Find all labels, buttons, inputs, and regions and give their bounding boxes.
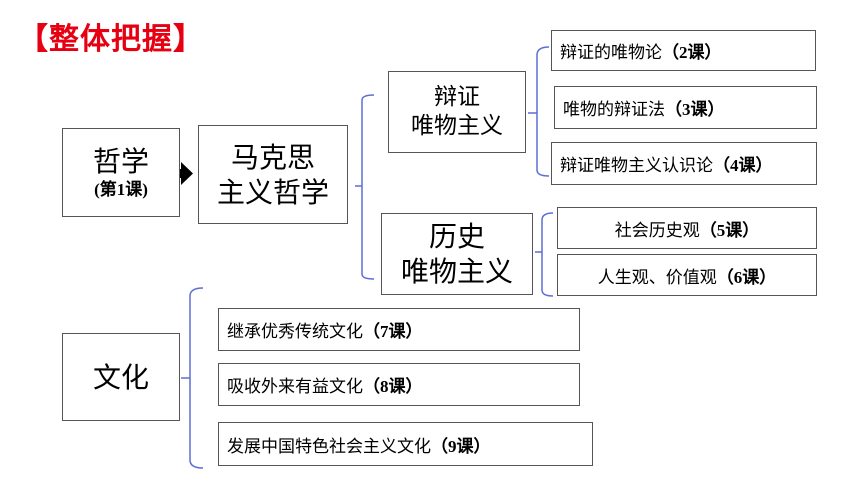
culture-item: 继承优秀传统文化（7课） (218, 308, 580, 351)
dialectical-item: 辩证唯物主义认识论（4课） (551, 142, 817, 185)
culture-label: 文化 (92, 360, 149, 394)
marxism-line1: 马克思 (230, 140, 315, 174)
historical-box: 历史 唯物主义 (381, 213, 533, 295)
dialectical-box: 辩证 唯物主义 (388, 71, 526, 153)
dialectical-line1: 辩证 (434, 84, 480, 111)
bracket-marxism (355, 94, 375, 280)
bracket-dialectical (528, 46, 550, 177)
root-lesson: (第1课) (94, 180, 148, 200)
dialectical-item: 唯物的辩证法（3课） (554, 86, 817, 129)
historical-item: 社会历史观（5课） (557, 207, 817, 249)
historical-line1: 历史 (428, 220, 485, 253)
marxism-line2: 主义哲学 (216, 175, 329, 209)
page-title: 【整体把握】 (18, 22, 204, 57)
root-label: 哲学 (92, 145, 149, 179)
culture-box: 文化 (62, 333, 180, 421)
dialectical-item: 辩证的唯物论（2课） (551, 30, 816, 71)
marxism-box: 马克思 主义哲学 (198, 125, 348, 224)
culture-item: 发展中国特色社会主义文化（9课） (218, 422, 593, 466)
bracket-historical (535, 212, 554, 297)
bracket-culture (181, 287, 204, 469)
historical-line2: 唯物主义 (400, 255, 513, 288)
historical-item: 人生观、价值观（6课） (557, 254, 817, 296)
root-philosophy-box: 哲学 (第1课) (62, 128, 180, 217)
dialectical-line2: 唯物主义 (411, 113, 503, 139)
culture-item: 吸收外来有益文化（8课） (218, 363, 580, 406)
